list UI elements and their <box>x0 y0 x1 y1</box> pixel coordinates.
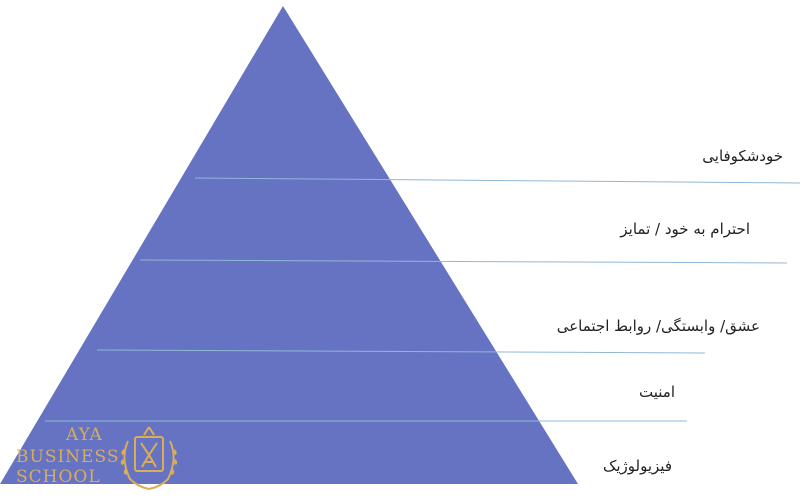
level-label-esteem: احترام به خود / تمایز <box>620 220 750 238</box>
level-label-self-actualization: خودشکوفایی <box>702 147 783 165</box>
divider-line-1 <box>194 177 800 184</box>
divider-line-3 <box>96 349 706 354</box>
aya-business-school-logo: AYA BUSINESS SCHOOL <box>14 423 189 493</box>
level-divider-lines <box>45 177 800 422</box>
divider-line-2 <box>139 259 788 264</box>
level-label-love-belonging: عشق/ وابستگی/ روابط اجتماعی <box>556 317 760 335</box>
pyramid-triangle <box>0 6 578 484</box>
logo-text-aya: AYA <box>66 425 103 445</box>
logo-text-business: BUSINESS <box>16 447 120 467</box>
logo-text-school: SCHOOL <box>16 467 101 487</box>
level-label-safety: امنیت <box>639 383 675 401</box>
level-label-physiological: فیزیولوژیک <box>602 457 672 475</box>
laurel-crest-icon <box>120 426 178 490</box>
